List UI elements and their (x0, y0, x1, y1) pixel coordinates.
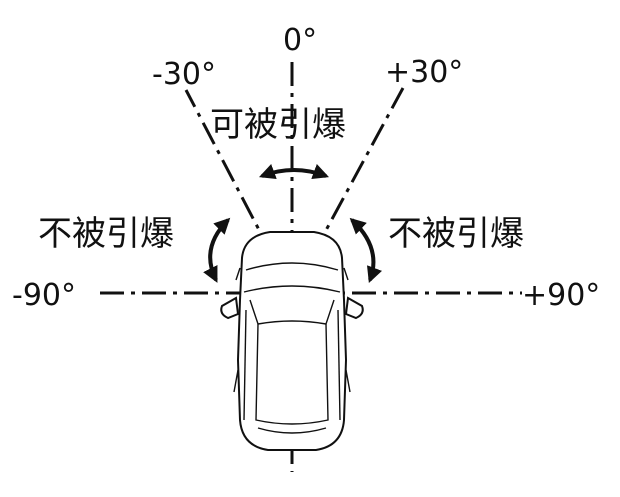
left-range-arrow (203, 217, 231, 283)
right-range-arrow (349, 217, 382, 283)
angle-label-minus-90: -90° (12, 278, 76, 313)
angle-label-plus-90: +90° (522, 278, 600, 313)
angle-label-plus-30: +30° (385, 55, 463, 90)
axis-plus-30-deg (290, 87, 405, 294)
front-range-arrow (259, 164, 329, 180)
zone-label-left: 不被引爆 (38, 214, 174, 254)
angle-label-0: 0° (283, 23, 317, 58)
zone-label-front: 可被引爆 (210, 105, 346, 145)
zone-label-right: 不被引爆 (388, 214, 524, 254)
vehicle-top-view (220, 231, 364, 451)
axis-minus-30-deg (184, 89, 294, 294)
angle-label-minus-30: -30° (152, 57, 216, 92)
